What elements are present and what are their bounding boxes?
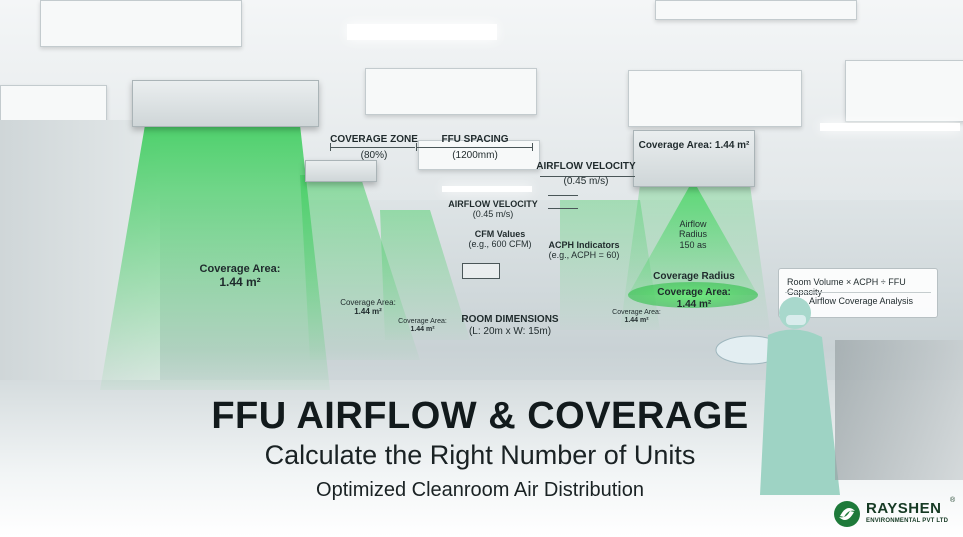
coverage-area-cone-title: Coverage Area: [657, 287, 731, 298]
coverage-area-small-1-title: Coverage Area: [340, 298, 396, 307]
airflow-radius-label: Airflow Radius 150 as [665, 219, 721, 250]
airflow-beam-left [100, 125, 330, 390]
subtitle: Calculate the Right Number of Units [264, 440, 696, 470]
coverage-area-small-3-value: 1.44 m² [624, 317, 649, 325]
airflow-velocity-line [540, 176, 635, 177]
ceiling-panel [655, 0, 857, 20]
cfm-values-value: (e.g., 600 CFM) [468, 239, 532, 250]
ffu-spacing-value: (1200mm) [452, 149, 498, 161]
coverage-area-left-value: 1.44 m² [219, 274, 261, 289]
coverage-area-small-1-value: 1.44 m² [354, 307, 382, 317]
coverage-zone-value: (80%) [360, 149, 388, 161]
acph-indicators-value: (e.g., ACPH = 60) [548, 250, 620, 261]
ffu-spacing-line [417, 147, 532, 148]
coverage-area-left-title: Coverage Area: [199, 263, 281, 275]
room-dimensions-value: (L: 20m x W: 15m) [468, 325, 552, 337]
room-dimensions-title: ROOM DIMENSIONS [461, 314, 559, 325]
coverage-area-small-3: Coverage Area: 1.44 m² [604, 309, 669, 325]
coverage-zone-line [330, 147, 415, 148]
airflow-velocity-mid-label: AIRFLOW VELOCITY (0.45 m/s) [444, 199, 542, 220]
cfm-gauge-icon [462, 263, 500, 279]
ffu-spacing-label: FFU SPACING (1200mm) [420, 134, 530, 161]
tagline: Optimized Cleanroom Air Distribution [316, 479, 644, 501]
coverage-radius-label: Coverage Radius [653, 271, 735, 282]
divider [785, 292, 931, 293]
dimension-tick [532, 143, 533, 151]
analysis-text: Airflow Coverage Analysis [809, 296, 914, 306]
coverage-area-cone-value: 1.44 m² [676, 298, 712, 310]
technician-figure [715, 297, 840, 495]
acph-indicators-title: ACPH Indicators [548, 240, 620, 250]
room-dimensions-label: ROOM DIMENSIONS (L: 20m x W: 15m) [455, 314, 565, 337]
airflow-velocity-top-label: AIRFLOW VELOCITY (0.45 m/s) [536, 161, 636, 187]
title-block: FFU AIRFLOW & COVERAGE Calculate the Rig… [180, 395, 780, 502]
coverage-zone-label: COVERAGE ZONE (80%) [330, 134, 418, 161]
ceiling-light [820, 123, 960, 131]
airflow-velocity-mid-title: AIRFLOW VELOCITY [448, 199, 538, 209]
logo-registered: ® [950, 497, 956, 504]
rayshen-logo: RAYSHEN ® ENVIRONMENTAL PVT LTD [832, 497, 958, 531]
cfm-values-label: CFM Values (e.g., 600 CFM) [460, 229, 540, 250]
airflow-radius-title-2: Radius [678, 229, 707, 240]
coverage-area-small-2-value: 1.44 m² [410, 326, 435, 334]
airflow-radius-title: Airflow [679, 219, 707, 229]
ceiling-panel [418, 140, 540, 170]
airflow-velocity-top-value: (0.45 m/s) [563, 175, 609, 187]
ffu-unit-center [305, 160, 377, 182]
acph-indicators-label: ACPH Indicators (e.g., ACPH = 60) [540, 240, 628, 261]
formula-text: Room Volume × ACPH ÷ FFU Capacity [787, 277, 906, 297]
ffu-spacing-title: FFU SPACING [441, 134, 509, 145]
main-title: FFU AIRFLOW & COVERAGE [211, 395, 749, 437]
dimension-tick [330, 143, 331, 151]
coverage-area-small-2-title: Coverage Area: [398, 318, 447, 325]
ceiling-panel [628, 70, 802, 127]
ceiling-panel [365, 68, 537, 115]
airflow-velocity-mid-value: (0.45 m/s) [472, 209, 514, 220]
ffu-unit-right [633, 130, 755, 187]
airflow-velocity-top-title: AIRFLOW VELOCITY [536, 161, 636, 172]
airflow-beam-right [620, 185, 770, 330]
coverage-area-small-2: Coverage Area: 1.44 m² [390, 318, 455, 334]
ceiling-light [442, 186, 532, 192]
coverage-area-top-right: Coverage Area: 1.44 m² [638, 140, 750, 151]
coverage-area-small-1: Coverage Area: 1.44 m² [333, 298, 403, 316]
coverage-area-cone: Coverage Area: 1.44 m² [648, 287, 740, 310]
technician-body [760, 329, 840, 495]
ceiling-light [347, 24, 497, 40]
coverage-zone-title: COVERAGE ZONE [330, 134, 418, 145]
equipment [835, 340, 963, 480]
airflow-beam-mid-2 [380, 210, 470, 340]
airflow-radius-value: 150 as [679, 239, 707, 250]
arrows-icon [548, 195, 578, 209]
ceiling-panel [40, 0, 242, 47]
logo-sub: ENVIRONMENTAL PVT LTD [866, 518, 949, 524]
dimension-tick [416, 143, 417, 151]
coverage-area-left: Coverage Area: 1.44 m² [185, 263, 295, 289]
logo-mark-icon [834, 501, 860, 527]
coverage-area-small-3-title: Coverage Area: [612, 309, 661, 316]
technician-mask [786, 315, 806, 325]
cfm-values-title: CFM Values [474, 229, 526, 239]
logo-name: RAYSHEN [866, 500, 942, 517]
ceiling-panel [845, 60, 963, 122]
ffu-unit-left [132, 80, 319, 127]
